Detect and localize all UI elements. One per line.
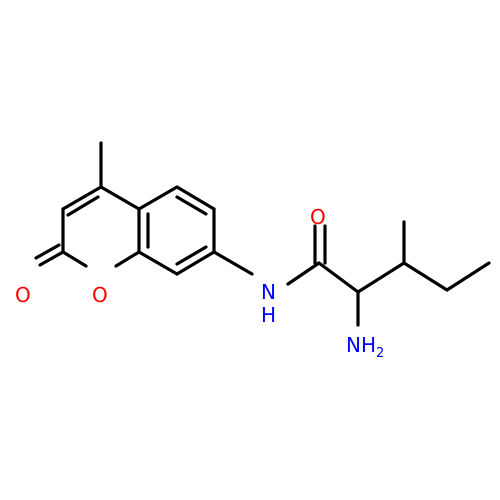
bond-c7-n <box>212 250 254 276</box>
bond-c2-o1 <box>61 250 88 268</box>
atom-o-carbonyl: O <box>15 283 31 307</box>
bond-cgamma-cdelta <box>445 261 491 292</box>
bond-calpha-cbeta <box>356 261 406 294</box>
bond-c5-c6-inner <box>175 195 208 216</box>
atom-n-amide: N <box>261 280 276 304</box>
atom-o-amide: O <box>310 205 326 229</box>
bond-c7-c8 <box>175 250 216 276</box>
bond-cbeta-cgamma <box>402 261 449 292</box>
bond-c8-c8a <box>137 250 179 276</box>
bond-c2-o-carbonyl-a <box>38 250 65 267</box>
atom-n-amine: NH2 <box>346 333 384 361</box>
bond-c4-c4a <box>99 185 141 211</box>
bond-c4-c3-inner <box>66 195 100 217</box>
bond-c5-c6 <box>175 185 216 211</box>
atom-n-amine-subscript: 2 <box>376 346 384 361</box>
atom-n-amine-label: NH <box>346 333 376 357</box>
bond-c4-c3 <box>61 185 103 211</box>
bond-n-carbonyl <box>286 261 321 286</box>
bond-c4a-c5 <box>137 185 179 211</box>
bond-c7-c8-inner <box>175 245 208 266</box>
bond-o1-c8a <box>114 250 141 268</box>
atom-o-ring: O <box>92 283 108 307</box>
bond-c2-o-carbonyl-b <box>34 243 61 260</box>
atom-h-amide: H <box>261 303 276 327</box>
bond-carbonyl-calpha <box>317 261 360 294</box>
